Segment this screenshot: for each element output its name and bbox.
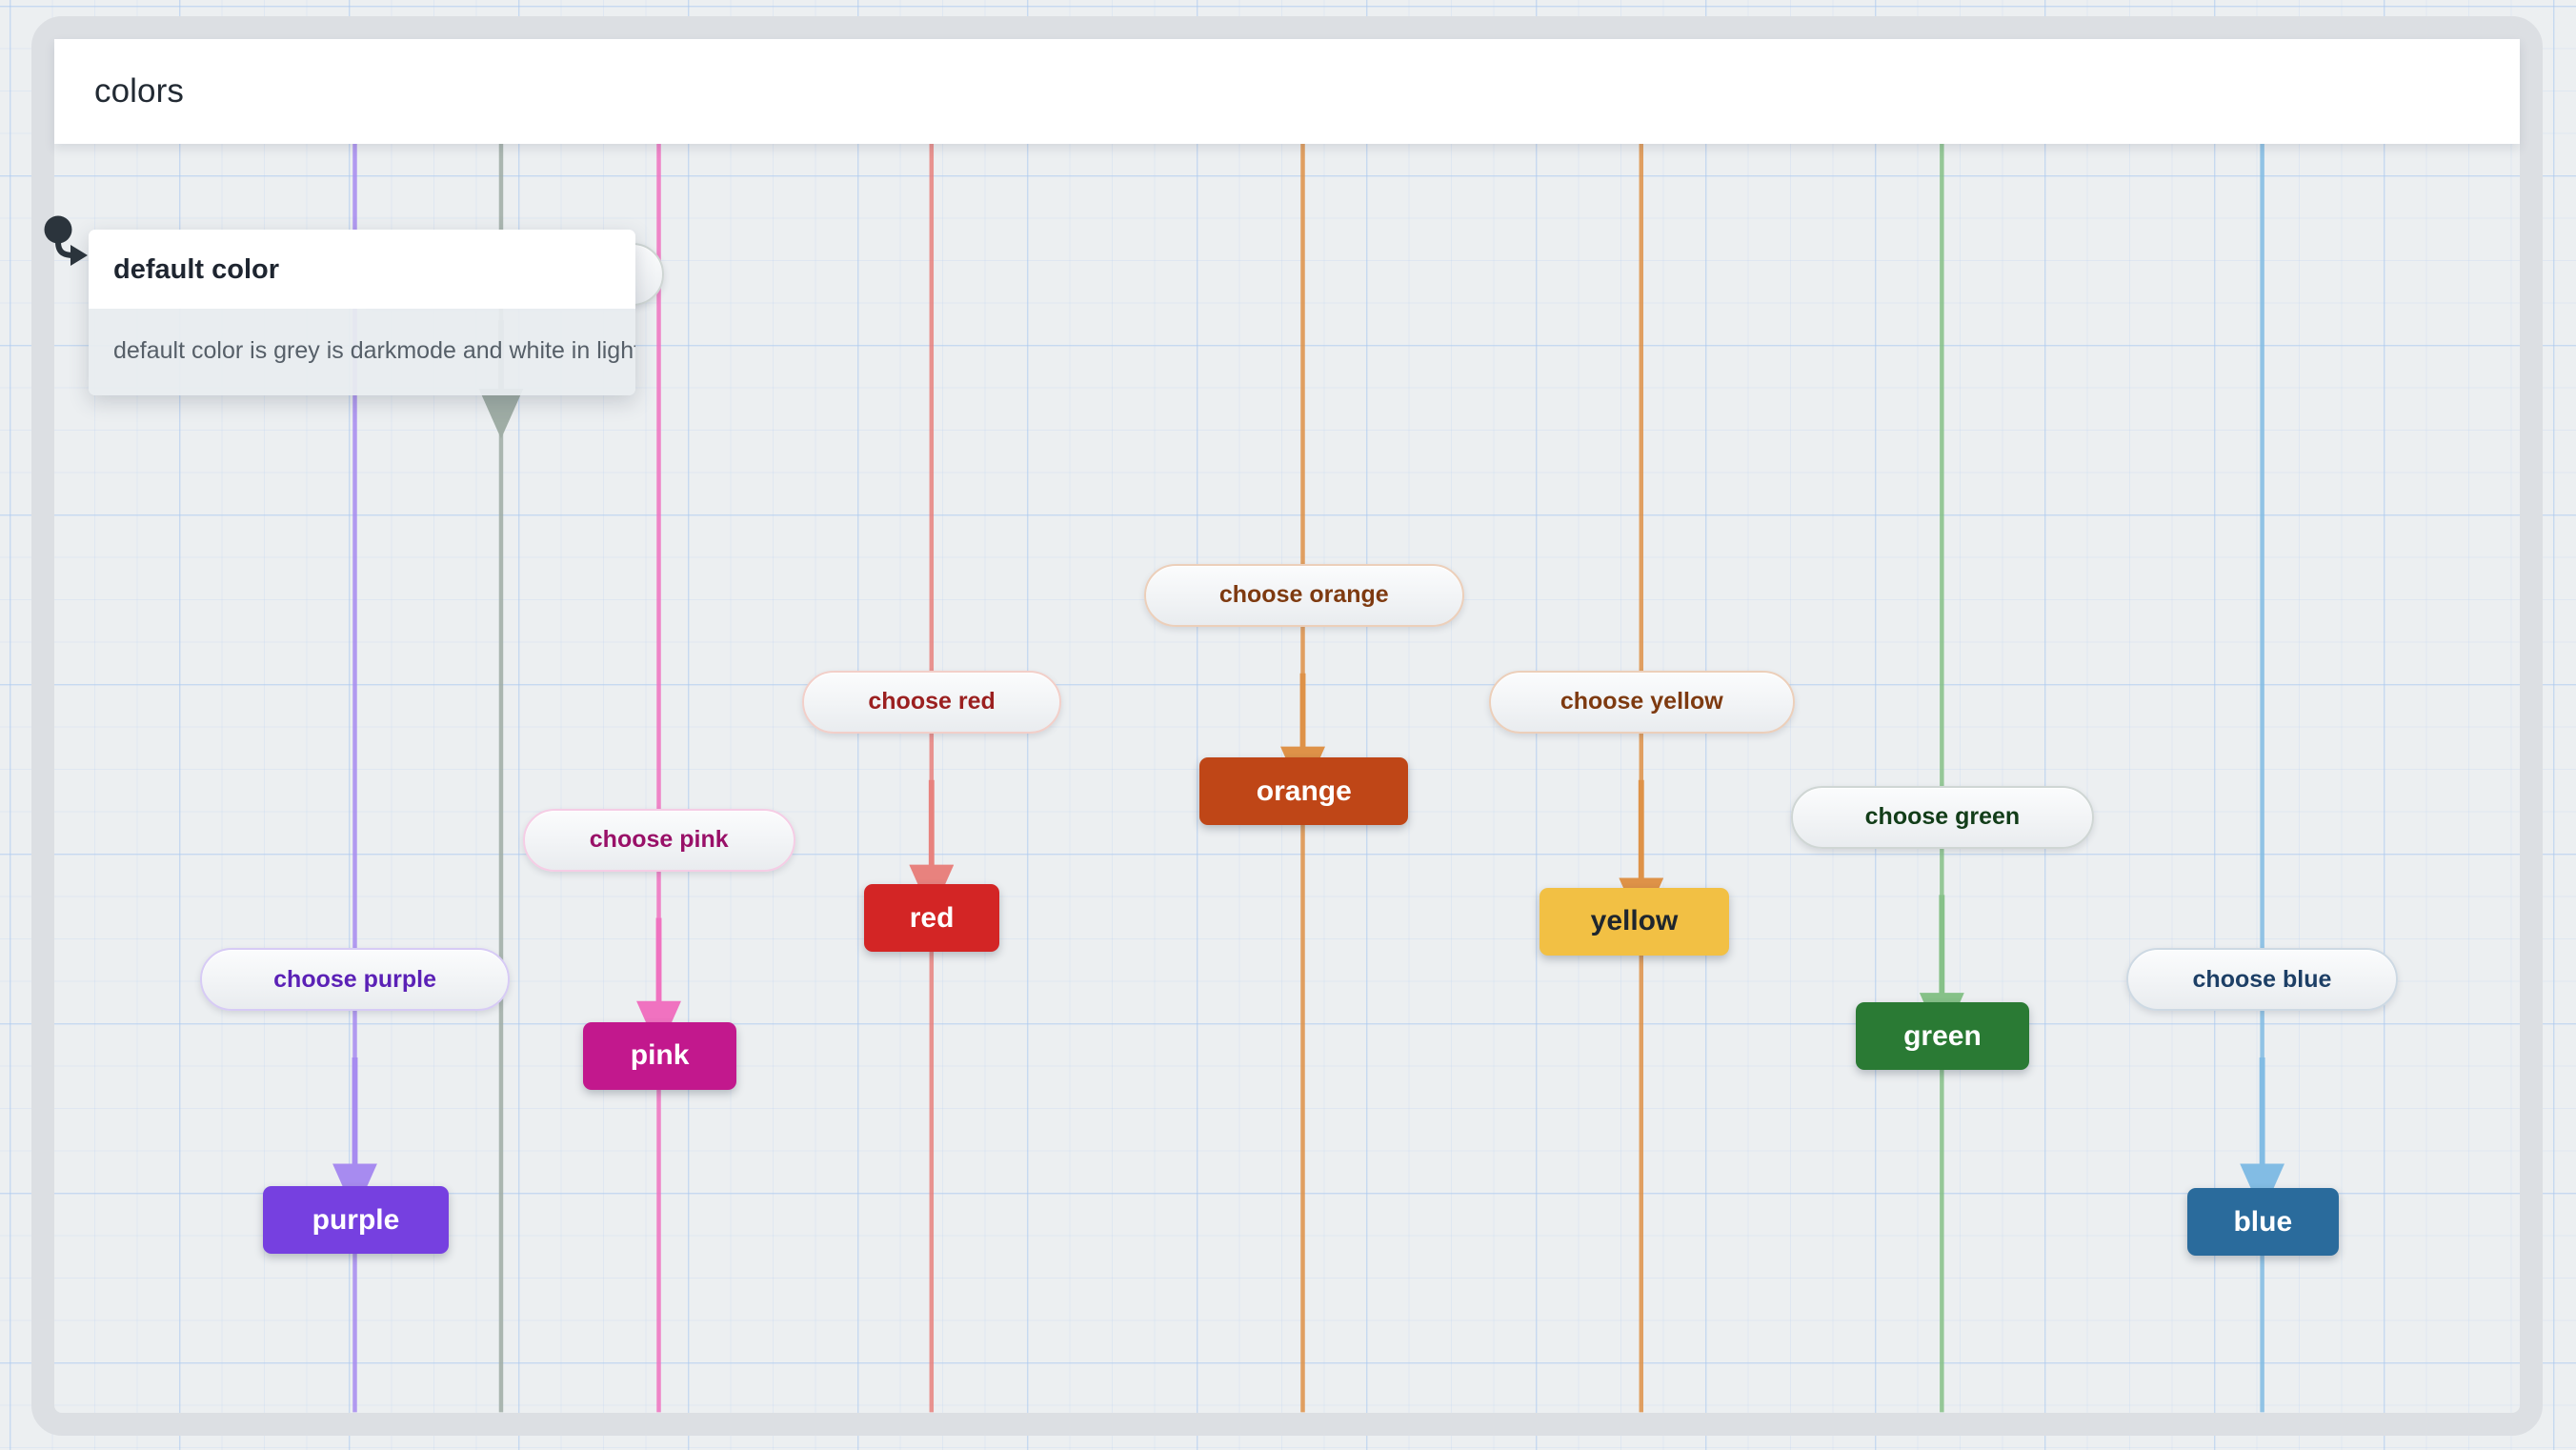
color-box-label-orange: orange	[1256, 775, 1352, 807]
color-box-green[interactable]: green	[1855, 1002, 2030, 1071]
pill-label-blue: choose blue	[2192, 965, 2332, 993]
color-box-red[interactable]: red	[864, 884, 999, 953]
color-box-label-purple: purple	[312, 1203, 400, 1236]
pill-red[interactable]: choose red	[801, 670, 1062, 734]
tooltip-title: default color	[89, 230, 635, 309]
pill-label-yellow: choose yellow	[1560, 688, 1723, 715]
pill-label-pink: choose pink	[589, 826, 729, 854]
pill-label-green: choose green	[1864, 803, 2021, 831]
default-color-tooltip[interactable]: default color default color is grey is d…	[89, 230, 635, 395]
color-box-label-red: red	[909, 901, 955, 934]
pill-green[interactable]: choose green	[1791, 785, 2094, 849]
color-box-label-yellow: yellow	[1590, 905, 1679, 936]
color-box-label-pink: pink	[630, 1039, 690, 1072]
pill-label-purple: choose purple	[273, 965, 437, 993]
color-box-label-green: green	[1903, 1019, 1982, 1052]
pill-purple[interactable]: choose purple	[200, 948, 510, 1012]
pill-pink[interactable]: choose pink	[522, 808, 795, 872]
color-box-pink[interactable]: pink	[583, 1021, 736, 1090]
pill-orange[interactable]: choose orange	[1143, 563, 1464, 627]
color-box-yellow[interactable]: yellow	[1540, 887, 1729, 956]
page-title: colors	[94, 72, 184, 110]
color-box-purple[interactable]: purple	[263, 1186, 449, 1255]
tooltip-body: default color is grey is darkmode and wh…	[89, 309, 635, 395]
diagram-title-bar: colors	[54, 39, 2520, 144]
color-box-blue[interactable]: blue	[2186, 1188, 2339, 1257]
color-box-label-blue: blue	[2233, 1205, 2293, 1238]
pointer-arrow-cursor	[42, 213, 99, 273]
pill-blue[interactable]: choose blue	[2126, 948, 2398, 1012]
color-box-orange[interactable]: orange	[1199, 757, 1409, 826]
pill-label-red: choose red	[868, 688, 996, 715]
pill-yellow[interactable]: choose yellow	[1488, 670, 1795, 734]
pill-label-orange: choose orange	[1218, 581, 1389, 609]
